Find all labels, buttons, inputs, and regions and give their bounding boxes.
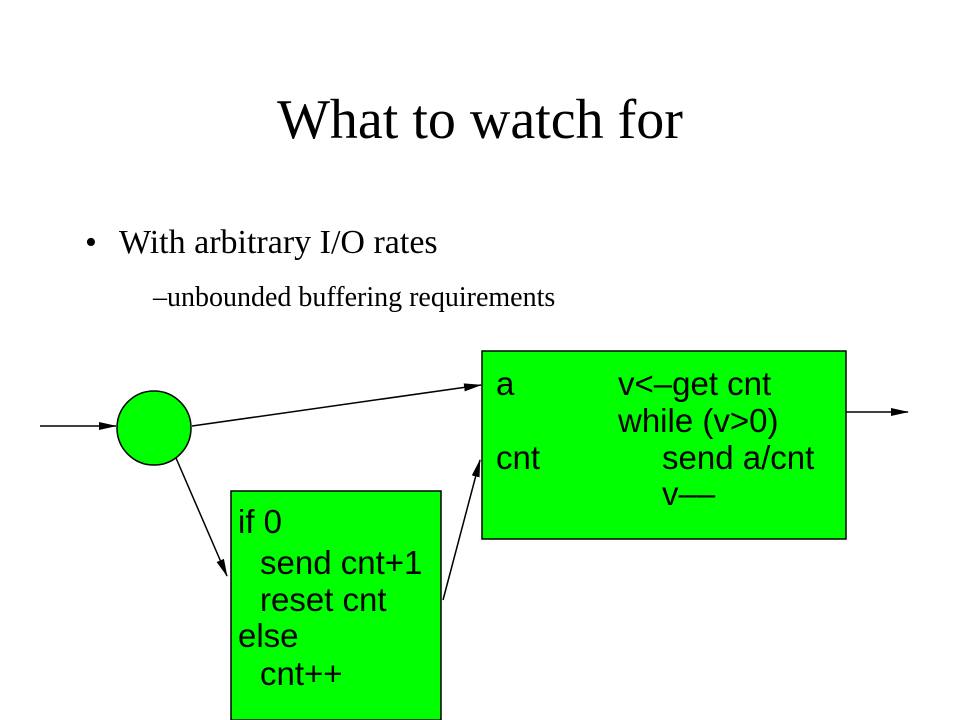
bullet-text: With arbitrary I/O rates [119, 224, 438, 261]
divider-box [481, 350, 847, 540]
divider-input-cnt: cnt [496, 439, 540, 476]
divider-line-3: send a/cnt [662, 439, 814, 476]
counter-box [230, 490, 442, 720]
arrow-counter-to-divider [442, 459, 481, 601]
divider-line-4: v–– [662, 475, 716, 512]
arrow-to-divider [191, 383, 482, 427]
sub-bullet-marker: – [153, 282, 167, 313]
counter-line-1: if 0 [238, 503, 282, 540]
divider-line-2: while (v>0) [617, 402, 778, 439]
counter-line-4: else [238, 617, 299, 654]
counter-line-2: send cnt+1 [260, 544, 422, 581]
counter-line-3: reset cnt [260, 581, 387, 618]
divider-input-a: a [496, 365, 515, 402]
bullet-marker: • [85, 224, 97, 261]
divider-line-1: v<–get cnt [618, 365, 771, 402]
bullet-item: • With arbitrary I/O rates [85, 224, 438, 262]
slide-title: What to watch for [277, 89, 683, 151]
sub-bullet-item: –unbounded buffering requirements [153, 282, 555, 314]
sub-bullet-text: unbounded buffering requirements [167, 282, 556, 313]
counter-line-5: cnt++ [260, 655, 343, 692]
source-node [116, 390, 192, 466]
arrow-to-counter [175, 457, 228, 577]
